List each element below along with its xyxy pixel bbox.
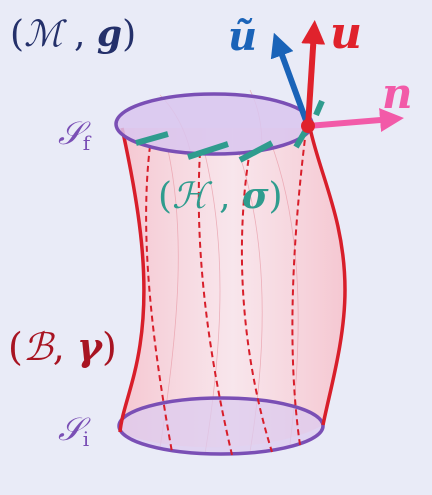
u-tilde-arrow bbox=[270, 32, 311, 128]
hypersurface-dash-1 bbox=[135, 131, 169, 146]
dashed-worldlines bbox=[145, 129, 307, 456]
boundary-label: (ℬ, γ) bbox=[8, 324, 117, 369]
u-tilde-label: ũ bbox=[228, 13, 257, 60]
worldline-2 bbox=[197, 151, 233, 456]
u-label: u bbox=[330, 8, 362, 59]
hypersurface-label: (ℋ , σ) bbox=[158, 175, 283, 217]
n-label: n bbox=[382, 69, 413, 118]
hypersurface-markers bbox=[135, 99, 325, 163]
hypersurface-dash-4 bbox=[293, 128, 309, 149]
hypersurface-dash-2 bbox=[187, 141, 229, 160]
n-arrow bbox=[307, 108, 404, 132]
spacetime-label: (ℳ , g) bbox=[10, 13, 136, 55]
final-slice-label: 𝒮f bbox=[58, 114, 92, 155]
hypersurface-dash-3 bbox=[238, 140, 274, 163]
worldline-3 bbox=[240, 149, 273, 453]
final-slice-cap bbox=[114, 92, 314, 156]
worldline-1 bbox=[145, 145, 173, 453]
initial-slice-label: 𝒮i bbox=[58, 410, 91, 451]
worldtube-right-edge bbox=[308, 127, 347, 426]
event-point bbox=[301, 119, 315, 133]
hypersurface-dash-5 bbox=[313, 99, 325, 117]
worldline-4 bbox=[291, 129, 307, 446]
u-arrow bbox=[301, 20, 326, 127]
worldtube-left-edge bbox=[118, 127, 146, 433]
